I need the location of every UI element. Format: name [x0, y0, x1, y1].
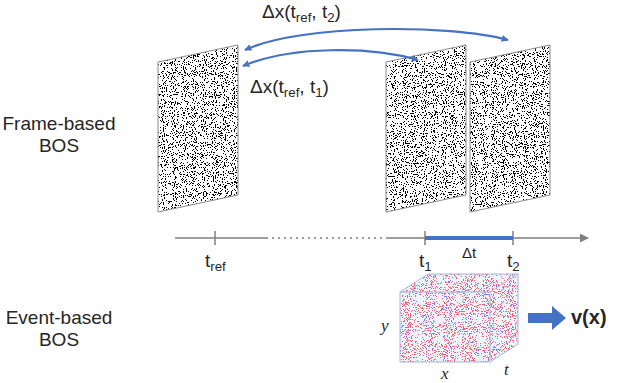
displacement-label-text: ) [335, 1, 341, 22]
row-label: Event-based BOS [0, 307, 118, 351]
event-cube [396, 270, 522, 366]
row-label-text: Frame-based BOS [3, 113, 116, 156]
output-arrow [528, 306, 566, 330]
displacement-label: Δx(tref, t2) [262, 1, 341, 25]
time-label-text: t [419, 250, 424, 271]
interval-bar [425, 236, 513, 240]
interval-label: Δt [462, 244, 476, 261]
output-label: v(x) [571, 306, 607, 329]
displacement-label-text: ref [296, 10, 312, 25]
axis-label-text: t [504, 360, 509, 379]
displacement-label-text: , t [299, 76, 315, 97]
speckle-frame [150, 40, 245, 220]
interval-label-text: Δt [462, 244, 476, 261]
row-label: Frame-based BOS [0, 113, 118, 157]
time-label-text: 2 [512, 259, 519, 274]
displacement-arrow [245, 29, 508, 50]
axis-label-text: y [381, 316, 389, 335]
displacement-label-text: ref [284, 85, 300, 100]
output-label-text: v(x) [571, 306, 607, 328]
axis-label: x [441, 364, 449, 383]
axis-label-text: x [441, 364, 449, 383]
axis-label: y [381, 316, 389, 336]
speckle-frame [464, 40, 559, 220]
time-label: tref [205, 250, 226, 274]
row-label-text: Event-based BOS [6, 307, 113, 350]
axis-label: t [504, 360, 509, 380]
speckle-frame [380, 40, 475, 220]
time-label: t2 [507, 250, 520, 274]
time-axis [175, 231, 588, 245]
displacement-label-text: Δx(t [250, 76, 284, 97]
time-label-text: t [205, 250, 210, 271]
displacement-label-text: 1 [315, 85, 322, 100]
displacement-label-text: ) [323, 76, 329, 97]
time-label-text: ref [210, 259, 226, 274]
time-label: t1 [419, 250, 432, 274]
displacement-label-text: , t [311, 1, 327, 22]
displacement-arrow [243, 50, 418, 66]
displacement-label-text: 2 [327, 10, 334, 25]
time-label-text: t [507, 250, 512, 271]
displacement-label: Δx(tref, t1) [250, 76, 329, 100]
time-label-text: 1 [424, 259, 431, 274]
displacement-label-text: Δx(t [262, 1, 296, 22]
